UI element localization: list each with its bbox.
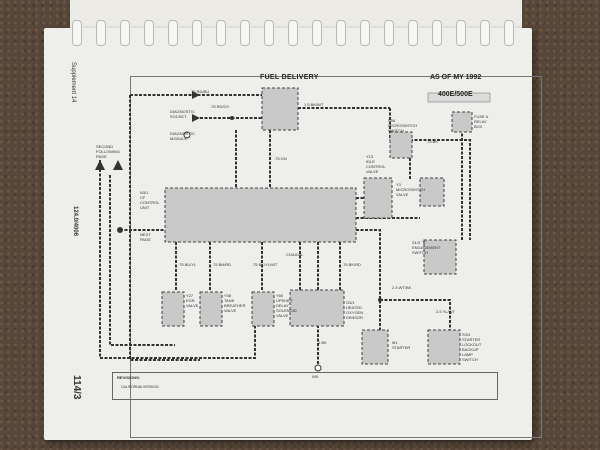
model-badge: [427, 92, 491, 103]
oxygen-sensor-box: [289, 289, 345, 327]
upshift-valve-label: Y80 UPSHIFT DELAY SOLENOID VALVE: [276, 293, 297, 318]
binding-ring: [120, 20, 130, 46]
upshift-valve-box: [251, 291, 275, 327]
page-arrow: [95, 160, 105, 170]
binding-ring: [168, 20, 178, 46]
junction-dot: [230, 116, 234, 120]
starter-box: [361, 329, 389, 365]
wire-line: [109, 175, 175, 346]
binding-ring: [504, 20, 514, 46]
revisions-label: REVISIONS:: [117, 375, 141, 380]
page-arrow: [113, 160, 123, 170]
engine-box: [261, 87, 299, 131]
wire-line: [129, 95, 200, 361]
microswitch-box: [389, 131, 413, 159]
page-title: FUEL DELIVERY: [260, 74, 319, 81]
wire-label: 2.5 WT/BK: [392, 285, 412, 290]
binding-ring: [192, 20, 202, 46]
binding-ring: [336, 20, 346, 46]
idle-valve-label: Y13 IDLE CONTROL VALVE: [366, 154, 386, 174]
junction-dot: [378, 298, 382, 302]
wire-label: .75 BK: [426, 139, 439, 144]
fuse-relay-box-label: FUSE & RELAY BOX: [474, 114, 489, 129]
wire-arrow: [192, 114, 200, 122]
binding-ring: [456, 20, 466, 46]
second-following-page-label: SECOND FOLLOWING PAGE: [96, 144, 121, 159]
wire-line: [356, 229, 381, 330]
binding-ring: [408, 20, 418, 46]
page-number: 114/3: [71, 375, 82, 400]
binding-ring: [432, 20, 442, 46]
wire-label: .75 BU/YL: [178, 262, 197, 267]
wire-label: .75 BN/RD: [212, 262, 232, 267]
binding-ring: [264, 20, 274, 46]
microswitch-valve-box: [419, 177, 445, 207]
as-of-label: AS OF MY 1992: [430, 74, 482, 81]
starter-lockout-label: S3/4 STARTER LOCKOUT BACKUP LAMP SWITCH: [462, 332, 482, 362]
lockout-switch-box: [427, 329, 461, 365]
binding-ring: [216, 20, 226, 46]
fuse-box: [451, 111, 473, 133]
binding-ring: [96, 20, 106, 46]
binding-ring: [240, 20, 250, 46]
wire-label: .75 RD/BU: [190, 89, 210, 94]
engagement-switch-box: [423, 239, 457, 275]
engagement-switch-label: S1/3 "B" ENGAGEMENT SWITCH: [412, 240, 441, 255]
wire-arrow: [192, 91, 200, 99]
diagnostic-socket-label: DIAGNOSTIC SOCKET: [170, 109, 195, 119]
supplement-label: Supplement 14: [70, 62, 76, 103]
connector-circle: [183, 131, 191, 139]
wire-label: .75 BK/YL/WT: [252, 262, 278, 267]
revisions-note: CALIFORNIA VERSION: [121, 385, 159, 389]
control-unit-label: N3/1 CF CONTROL UNIT: [140, 190, 160, 210]
egr-valve-label: Y27 EGR VALVE: [186, 293, 199, 308]
wire-label: 1 BK: [318, 340, 327, 345]
binding-ring: [384, 20, 394, 46]
control-unit-box: [164, 187, 357, 243]
binding-ring: [288, 20, 298, 46]
document-number: 124.0/4006: [72, 206, 78, 237]
binding-ring: [312, 20, 322, 46]
binding-ring: [72, 20, 82, 46]
wire-label: .75 BK/RD: [342, 262, 361, 267]
tank-breather-box: [199, 291, 223, 327]
binding-ring: [480, 20, 490, 46]
diagnostic-module-label: DIAGNOSTIC MODULE: [170, 131, 195, 141]
starter-label: M1 STARTER: [392, 340, 411, 350]
model-label: 400E/500E: [438, 91, 473, 98]
revisions-box: REVISIONS: CALIFORNIA VERSION: [112, 372, 498, 400]
next-page-label: NEXT PAGE: [140, 232, 151, 242]
tank-breather-label: Y58 TANK BREATHER VALVE: [224, 293, 246, 313]
microswitch-valve-label: Y3 MICROSWITCH VALVE: [396, 182, 426, 197]
wire-label: 1.5 BK/WT: [304, 102, 324, 107]
wire-label: 2.5 YL/WT: [436, 309, 455, 314]
microswitch-s58-label: S58 MICROSWITCH SWITCH: [388, 118, 418, 133]
egr-valve-box: [161, 291, 185, 327]
wire-line: [410, 139, 471, 240]
wire-label: .75 RD/GY: [210, 104, 230, 109]
idle-valve-box: [363, 177, 393, 219]
wire-line: [99, 160, 256, 359]
wire-line: [380, 299, 451, 330]
binding-ring: [360, 20, 370, 46]
wire-label: .75 GN: [274, 156, 287, 161]
junction-dot: [117, 227, 123, 233]
ground-label: W5: [312, 374, 318, 379]
ground-symbol: [314, 364, 322, 372]
coaxial-label: COAXIAL: [286, 252, 304, 257]
oxygen-sensor-label: G3/1 HEATED OXYGEN SENSOR: [346, 300, 364, 320]
binding-ring: [144, 20, 154, 46]
